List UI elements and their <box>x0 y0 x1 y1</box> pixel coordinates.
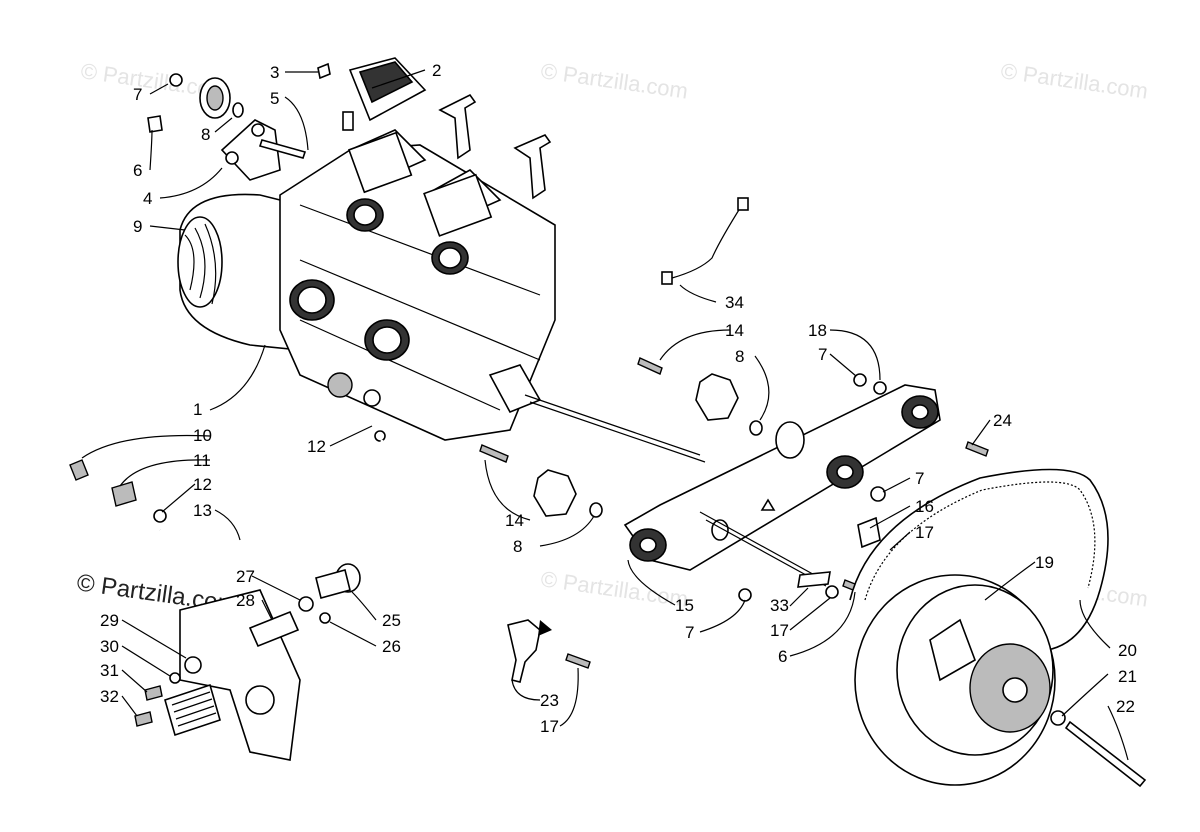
callout-16: 16 <box>915 497 934 516</box>
watermark: © Partzilla.com <box>539 58 689 103</box>
callout-7d: 7 <box>685 623 694 642</box>
callout-1: 1 <box>193 400 202 419</box>
clutch-assembly-drawing <box>849 468 1147 788</box>
callout-32: 32 <box>100 687 119 706</box>
callout-15: 15 <box>675 596 694 615</box>
callout-29: 29 <box>100 611 119 630</box>
callout-23: 23 <box>540 691 559 710</box>
callout-22: 22 <box>1116 697 1135 716</box>
sensor-bracket-drawing <box>507 619 591 683</box>
callout-18: 18 <box>808 321 827 340</box>
callout-27: 27 <box>236 567 255 586</box>
callout-17: 17 <box>915 523 934 542</box>
callout-6b: 6 <box>778 647 787 666</box>
callout-14: 14 <box>725 321 744 340</box>
callout-17b: 17 <box>770 621 789 640</box>
callout-34: 34 <box>725 293 744 312</box>
callout-7b: 7 <box>818 345 827 364</box>
callout-20: 20 <box>1118 641 1137 660</box>
callout-14b: 14 <box>505 511 524 530</box>
callout-7c: 7 <box>915 469 924 488</box>
callout-8: 8 <box>201 125 210 144</box>
display-module-drawing <box>317 57 427 131</box>
callout-8b: 8 <box>735 347 744 366</box>
callout-26: 26 <box>382 637 401 656</box>
callout-5: 5 <box>270 89 279 108</box>
callout-17c: 17 <box>540 717 559 736</box>
callout-11: 11 <box>193 451 211 470</box>
watermark: © Partzilla.com <box>999 58 1149 103</box>
watermark: © Partzilla.com <box>539 566 689 611</box>
callout-33: 33 <box>770 596 789 615</box>
leader-lines <box>81 69 1129 761</box>
callout-25: 25 <box>382 611 401 630</box>
callout-2: 2 <box>432 61 441 80</box>
callout-4: 4 <box>143 189 152 208</box>
callout-24: 24 <box>993 411 1012 430</box>
callout-12: 12 <box>193 475 212 494</box>
callout-30: 30 <box>100 637 119 656</box>
regulator-bracket-drawing <box>134 563 361 761</box>
callout-19: 19 <box>1035 553 1054 572</box>
callout-8c: 8 <box>513 537 522 556</box>
callout-21: 21 <box>1118 667 1137 686</box>
callout-28: 28 <box>236 591 255 610</box>
callout-6: 6 <box>133 161 142 180</box>
callout-12b: 12 <box>307 437 326 456</box>
callout-31: 31 <box>100 661 119 680</box>
engine-block-drawing <box>177 93 706 463</box>
mount-bracket-drawing <box>147 73 307 181</box>
ground-wire-drawing <box>661 197 749 285</box>
callout-13: 13 <box>193 501 212 520</box>
callout-7: 7 <box>133 85 142 104</box>
mounting-plate-drawing <box>623 373 989 602</box>
callout-labels: 1 2 3 4 5 6 7 8 9 10 11 12 13 12 34 14 8… <box>100 61 1137 736</box>
callout-10: 10 <box>193 426 212 445</box>
idler-parts-drawing <box>479 357 763 518</box>
callout-3: 3 <box>270 63 279 82</box>
fuel-line-drawing <box>69 430 386 550</box>
callout-9: 9 <box>133 217 142 236</box>
